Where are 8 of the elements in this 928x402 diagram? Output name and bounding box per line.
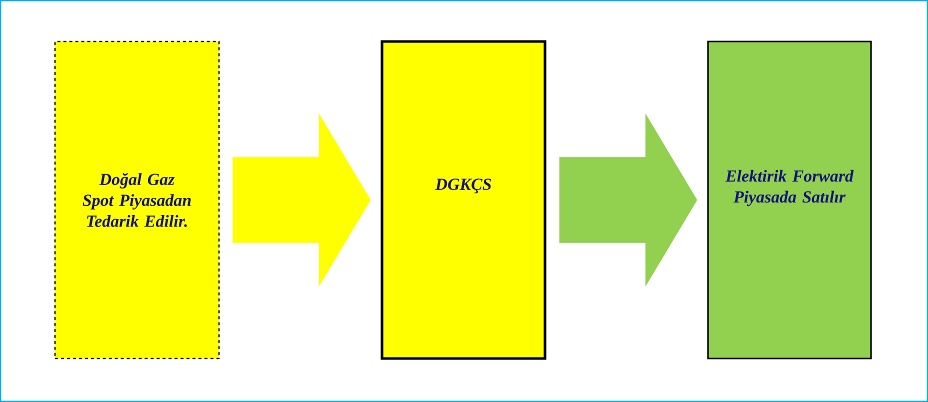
process-box — [380, 40, 546, 360]
process-box — [54, 40, 220, 360]
box-text: Elektirik Forward Piyasada Satılır — [725, 170, 854, 206]
process-box — [707, 40, 872, 360]
block-arrow — [232, 113, 371, 287]
box-text: Doğal Gaz Spot Piyasadan Tedarik Edilir. — [82, 173, 191, 227]
box-text: DGKÇS — [435, 178, 492, 194]
block-arrow — [559, 113, 698, 287]
